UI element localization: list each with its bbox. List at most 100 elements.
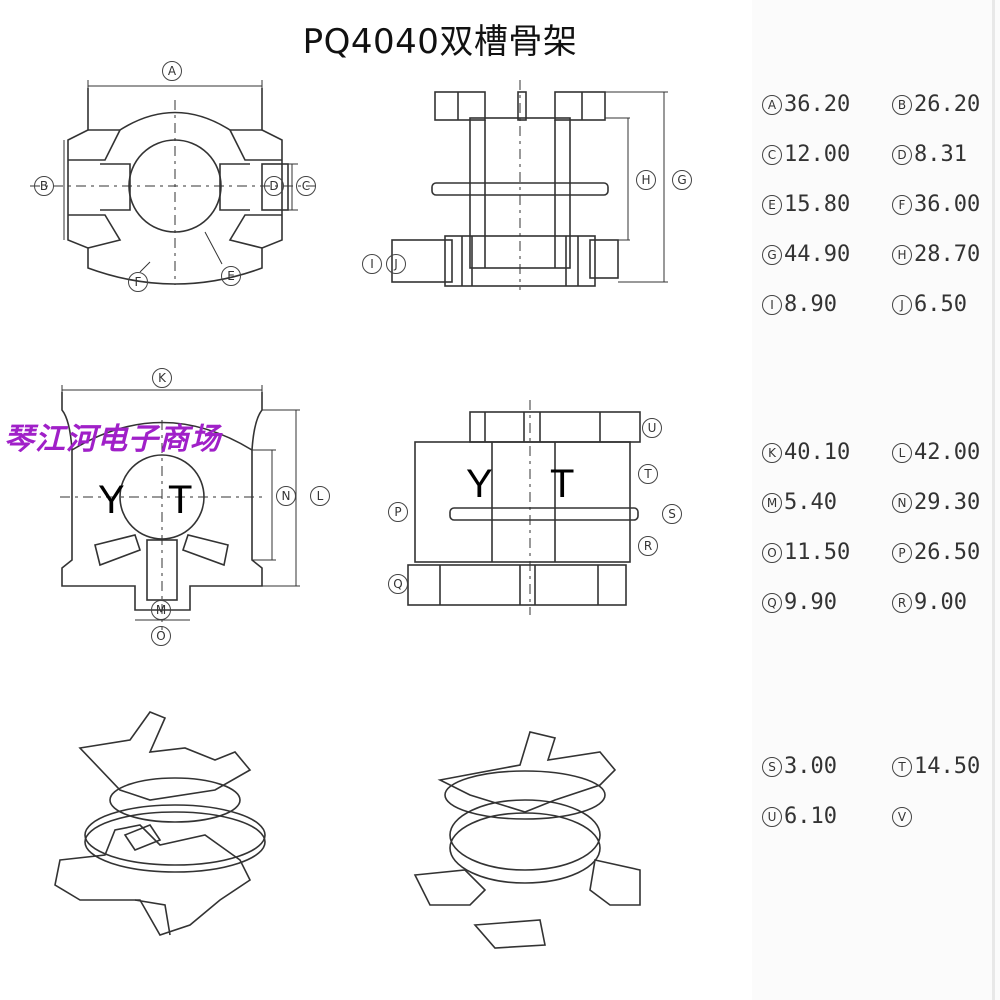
callout-o: O bbox=[151, 626, 171, 646]
callout-g: G bbox=[672, 170, 692, 190]
dimension-letter: E bbox=[762, 194, 782, 215]
dimension-value: 11.50 bbox=[784, 540, 851, 565]
callout-c: C bbox=[296, 176, 316, 196]
callout-u: U bbox=[642, 418, 662, 438]
dimension-letter: F bbox=[892, 194, 912, 215]
side-view-2 bbox=[407, 400, 641, 615]
callout-j: J bbox=[386, 254, 406, 274]
callout-h: H bbox=[636, 170, 656, 190]
isometric-view-2 bbox=[413, 731, 641, 949]
dimension-value: 26.20 bbox=[914, 92, 981, 117]
callout-f: F bbox=[128, 272, 148, 292]
watermark-text: 琴江河电子商场 bbox=[4, 422, 221, 457]
top-view-1 bbox=[30, 80, 320, 285]
dimension-letter: K bbox=[762, 442, 782, 463]
page-title: PQ4040双槽骨架 bbox=[302, 22, 578, 62]
callout-d: D bbox=[264, 176, 284, 196]
dimension-letter: I bbox=[762, 294, 782, 315]
callout-q: Q bbox=[388, 574, 408, 594]
dimension-value: 8.90 bbox=[784, 292, 837, 317]
dimension-letter: D bbox=[892, 144, 912, 165]
dimension-value: 12.00 bbox=[784, 142, 851, 167]
edge-line bbox=[992, 0, 995, 1000]
bottom-view-2 bbox=[60, 385, 300, 630]
dimension-letter: G bbox=[762, 244, 782, 265]
dimension-value: 14.50 bbox=[914, 754, 981, 779]
dimension-value: 8.31 bbox=[914, 142, 967, 167]
dimension-value: 9.00 bbox=[914, 590, 967, 615]
brand-letter-t: T bbox=[168, 478, 193, 522]
brand-letter-t-2: T bbox=[550, 462, 575, 506]
callout-b: B bbox=[34, 176, 54, 196]
dimension-letter: T bbox=[892, 756, 912, 777]
dimension-letter: R bbox=[892, 592, 912, 613]
brand-letter-y-2: Y bbox=[466, 462, 493, 506]
dimension-letter: A bbox=[762, 94, 782, 115]
dimension-letter: S bbox=[762, 756, 782, 777]
dimension-value: 15.80 bbox=[784, 192, 851, 217]
callout-s: S bbox=[662, 504, 682, 524]
dimension-value: 29.30 bbox=[914, 490, 981, 515]
callout-n: N bbox=[276, 486, 296, 506]
brand-letter-y: Y bbox=[98, 478, 125, 522]
dimension-value: 6.50 bbox=[914, 292, 967, 317]
dimension-letter: N bbox=[892, 492, 912, 513]
callout-p: P bbox=[388, 502, 408, 522]
dimension-item: V bbox=[892, 804, 1000, 829]
dimension-letter: H bbox=[892, 244, 912, 265]
dimension-letter: P bbox=[892, 542, 912, 563]
callout-m: M bbox=[151, 600, 171, 620]
dimension-value: 36.20 bbox=[784, 92, 851, 117]
callout-i: I bbox=[362, 254, 382, 274]
dimension-letter: Q bbox=[762, 592, 782, 613]
dimension-letter: J bbox=[892, 294, 912, 315]
dimension-value: 9.90 bbox=[784, 590, 837, 615]
dimension-letter: B bbox=[892, 94, 912, 115]
callout-a: A bbox=[162, 61, 182, 81]
dimension-letter: C bbox=[762, 144, 782, 165]
dimension-value: 42.00 bbox=[914, 440, 981, 465]
dimension-letter: O bbox=[762, 542, 782, 563]
dimension-letter: M bbox=[762, 492, 782, 513]
side-view-1 bbox=[391, 80, 668, 290]
dimension-value: 36.00 bbox=[914, 192, 981, 217]
dimension-value: 26.50 bbox=[914, 540, 981, 565]
dimension-value: 3.00 bbox=[784, 754, 837, 779]
dimension-letter: L bbox=[892, 442, 912, 463]
dimension-value: 28.70 bbox=[914, 242, 981, 267]
callout-l: L bbox=[310, 486, 330, 506]
callout-e: E bbox=[221, 266, 241, 286]
